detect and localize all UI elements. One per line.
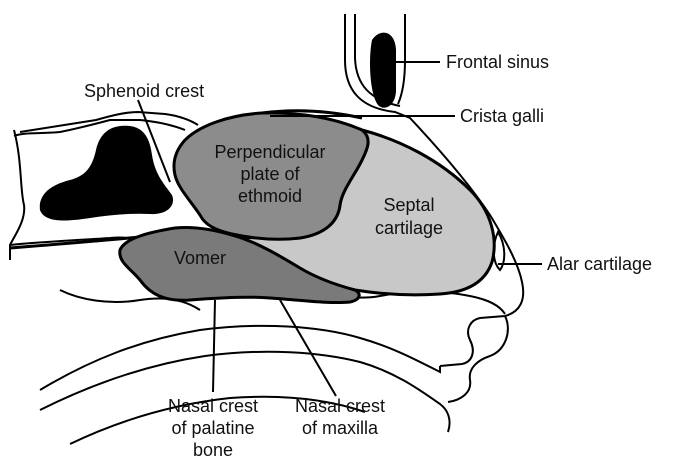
sphenoid-outline-2: [13, 119, 186, 137]
perpendicular-plate-shape: [172, 111, 370, 241]
palate-lower: [39, 350, 451, 433]
leader-palatine: [212, 299, 216, 393]
label-perpendicular-plate-1: Perpendicular: [214, 142, 325, 162]
frontal-sinus-shape: [370, 32, 396, 108]
label-frontal-sinus: Frontal sinus: [446, 52, 549, 72]
label-septal-cartilage-1: Septal: [383, 195, 434, 215]
label-nasal-crest-palatine-3: bone: [193, 440, 233, 460]
columella-outline: [439, 317, 481, 367]
label-perpendicular-plate-2: plate of: [240, 164, 300, 184]
label-nasal-crest-palatine-2: of palatine: [171, 418, 254, 438]
label-perpendicular-plate-3: ethmoid: [238, 186, 302, 206]
label-nasal-crest-maxilla-2: of maxilla: [302, 418, 379, 438]
label-septal-cartilage-2: cartilage: [375, 218, 443, 238]
leader-lines: [137, 61, 542, 397]
skull-base: [9, 129, 26, 260]
leader-maxilla: [279, 299, 337, 397]
label-sphenoid-crest: Sphenoid crest: [84, 81, 204, 101]
palate-curve: [59, 289, 201, 311]
label-nasal-crest-palatine-1: Nasal crest: [168, 396, 258, 416]
vomer-shape: [118, 226, 361, 305]
label-nasal-crest-maxilla-1: Nasal crest: [295, 396, 385, 416]
lip-outline: [69, 395, 366, 445]
sphenoid-sinus-shape: [39, 125, 174, 221]
frontal-outer: [397, 14, 406, 105]
sphenoid-outline: [19, 110, 199, 133]
leader-sphenoid-crest: [137, 99, 171, 183]
palate-outline: [39, 324, 441, 391]
label-alar-cartilage: Alar cartilage: [547, 254, 652, 274]
nostril-edge: [447, 315, 509, 403]
label-crista-galli: Crista galli: [460, 106, 544, 126]
label-vomer: Vomer: [174, 248, 226, 268]
